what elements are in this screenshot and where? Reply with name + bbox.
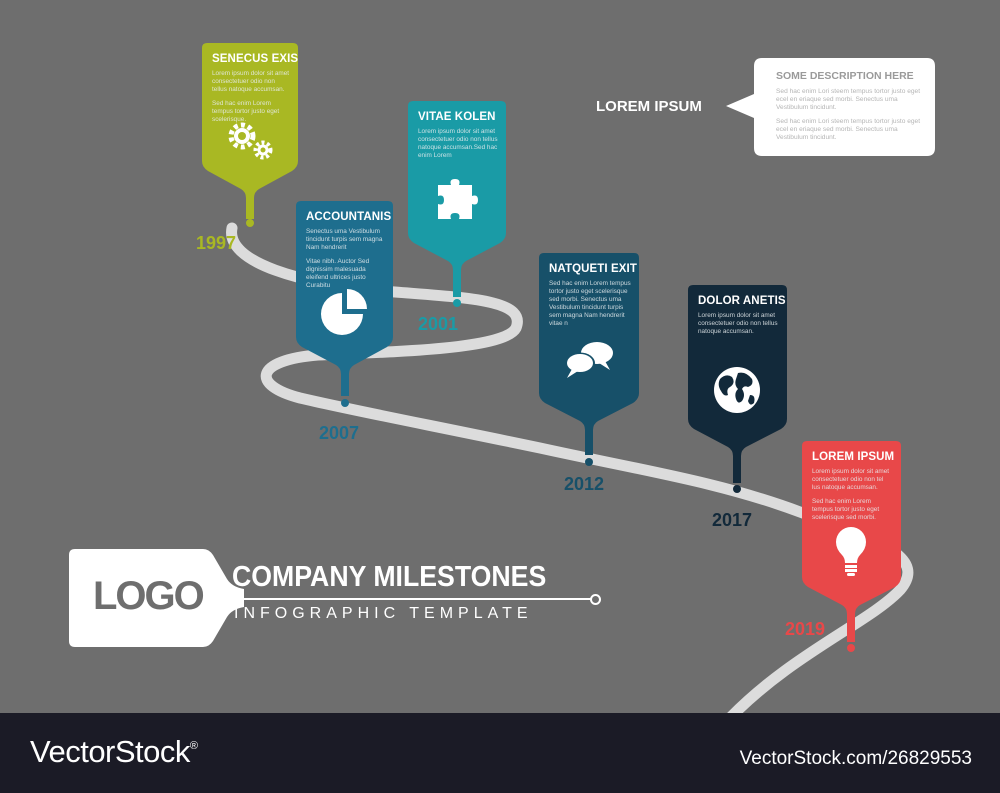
logo-badge: LOGO: [69, 549, 244, 647]
milestone-title: VITAE KOLEN: [418, 111, 496, 123]
watermark-stock-id: VectorStock.com/26829553: [739, 748, 972, 769]
milestone-title: NATQUETI EXIT: [549, 263, 637, 275]
milestone-title: DOLOR ANETIS: [698, 295, 786, 307]
description-callout: SOME DESCRIPTION HERE Sed hac enim Lori …: [726, 58, 935, 156]
puzzle-icon: [438, 179, 478, 219]
title-divider-dot: [590, 594, 601, 605]
callout-label: LOREM IPSUM: [596, 98, 702, 115]
milestone-description: Sed hac enim Lorem tempus tortor justo e…: [549, 280, 631, 327]
chat-bubbles-icon: [565, 342, 613, 378]
gears-icon: [228, 122, 273, 160]
milestone-title: ACCOUNTANIS: [306, 211, 392, 223]
pie-chart-icon: [321, 289, 367, 335]
page-title: COMPANY MILESTONES: [232, 561, 547, 593]
globe-icon: [714, 367, 760, 413]
callout-title: SOME DESCRIPTION HERE: [776, 70, 914, 82]
milestone-year: 2012: [564, 474, 605, 494]
milestone-year: 1997: [196, 233, 237, 253]
title-divider: [224, 598, 594, 600]
lightbulb-icon: [836, 527, 866, 576]
milestone-description: Senectus uma Vestibulum tincidunt turpis…: [306, 228, 383, 289]
page-subtitle: INFOGRAPHIC TEMPLATE: [234, 605, 533, 622]
timeline-road: [226, 222, 914, 713]
milestone-year: 2001: [418, 314, 459, 334]
milestone-2012: NATQUETI EXIT Sed hac enim Lorem tempus …: [539, 253, 639, 471]
milestone-marker: [296, 201, 393, 407]
logo: LOGO: [93, 574, 205, 618]
milestone-description: Lorem ipsum dolor sit amet consectetuer …: [698, 312, 778, 335]
logo-badge-shape: [69, 549, 244, 647]
milestone-title: SENECUS EXIS: [212, 53, 299, 65]
milestone-description: Lorem ipsum dolor sit amet consectetuer …: [418, 128, 498, 159]
callout-body: Sed hac enim Lori steem tempus tortor ju…: [776, 88, 921, 141]
watermark-footer: [0, 713, 1000, 793]
milestone-2007: ACCOUNTANIS Senectus uma Vestibulum tinc…: [296, 201, 393, 411]
milestone-description: Lorem ipsum dolor sit amet consectetuer …: [212, 70, 290, 123]
infographic-canvas: SENECUS EXIS Lorem ipsum dolor sit amet …: [69, 43, 935, 713]
milestone-year: 2019: [785, 619, 826, 639]
milestone-title: LOREM IPSUM: [812, 451, 895, 463]
milestone-description: Lorem ipsum dolor sit amet consectetuer …: [812, 468, 890, 521]
milestone-2001: VITAE KOLEN Lorem ipsum dolor sit amet c…: [408, 101, 506, 311]
milestone-marker: [202, 43, 298, 227]
milestone-1997: SENECUS EXIS Lorem ipsum dolor sit amet …: [202, 43, 298, 233]
milestone-2019: LOREM IPSUM Lorem ipsum dolor sit amet c…: [802, 441, 901, 658]
milestone-year: 2007: [319, 423, 360, 443]
milestone-year: 2017: [712, 510, 753, 530]
milestone-2017: DOLOR ANETIS Lorem ipsum dolor sit amet …: [688, 285, 787, 500]
callout-bubble: [726, 58, 935, 156]
watermark-brand: VectorStock®: [30, 734, 198, 769]
